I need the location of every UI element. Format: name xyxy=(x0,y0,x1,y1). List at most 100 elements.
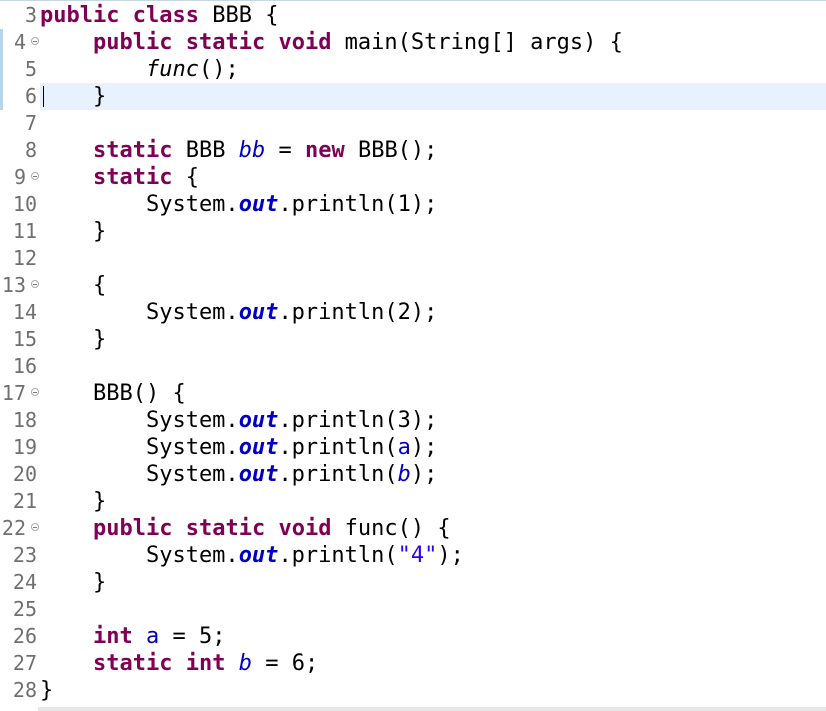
token-kw: void xyxy=(278,516,332,541)
line-gutter[interactable]: 14 xyxy=(0,299,38,326)
code-line[interactable]: 23 System.out.println("4"); xyxy=(0,542,826,569)
line-gutter[interactable]: 4 xyxy=(0,29,39,56)
code-text[interactable]: } xyxy=(40,83,826,110)
code-line[interactable]: 21 } xyxy=(0,488,826,515)
line-gutter[interactable]: 17 xyxy=(0,380,39,407)
code-text[interactable]: } xyxy=(40,569,826,596)
fold-collapse-icon[interactable] xyxy=(31,523,39,531)
code-text[interactable]: { xyxy=(40,272,826,299)
code-line[interactable]: 7 xyxy=(0,110,826,137)
code-line[interactable]: 14 System.out.println(2); xyxy=(0,299,826,326)
code-line[interactable]: 18 System.out.println(3); xyxy=(0,407,826,434)
code-text[interactable]: func(); xyxy=(40,56,826,83)
line-gutter[interactable]: 28 xyxy=(0,677,38,704)
code-text[interactable]: } xyxy=(40,677,826,704)
line-number: 21 xyxy=(12,489,37,513)
code-text[interactable] xyxy=(40,245,826,272)
code-line[interactable]: 12 xyxy=(0,245,826,272)
code-text[interactable]: static int b = 6; xyxy=(40,650,826,677)
code-line[interactable]: 8 static BBB bb = new BBB(); xyxy=(0,137,826,164)
code-line[interactable]: 11 } xyxy=(0,218,826,245)
code-line[interactable]: 6 } xyxy=(0,83,826,110)
line-gutter[interactable]: 7 xyxy=(0,110,38,137)
token-text xyxy=(265,516,278,541)
code-text[interactable]: int a = 5; xyxy=(40,623,826,650)
code-text[interactable]: System.out.println(b); xyxy=(40,461,826,488)
token-text: BBB(); xyxy=(344,138,438,163)
line-gutter[interactable]: 10 xyxy=(0,191,38,218)
token-text: .println( xyxy=(278,462,398,487)
line-gutter[interactable]: 18 xyxy=(0,407,38,434)
code-text[interactable]: System.out.println(2); xyxy=(40,299,826,326)
line-gutter[interactable]: 27 xyxy=(0,650,38,677)
line-gutter[interactable]: 11 xyxy=(0,218,38,245)
code-line[interactable]: 19 System.out.println(a); xyxy=(0,434,826,461)
token-text xyxy=(172,30,185,55)
line-number: 25 xyxy=(12,597,37,621)
code-text[interactable]: public static void func() { xyxy=(40,515,826,542)
code-line[interactable]: 27 static int b = 6; xyxy=(0,650,826,677)
code-line[interactable]: 25 xyxy=(0,596,826,623)
code-text[interactable]: System.out.println(a); xyxy=(40,434,826,461)
line-gutter[interactable]: 23 xyxy=(0,542,38,569)
code-text[interactable]: } xyxy=(40,326,826,353)
line-gutter[interactable]: 3 xyxy=(0,2,38,29)
code-text[interactable]: static { xyxy=(40,164,826,191)
code-text[interactable]: static BBB bb = new BBB(); xyxy=(40,137,826,164)
code-line[interactable]: 17 BBB() { xyxy=(0,380,826,407)
fold-collapse-icon[interactable] xyxy=(31,280,39,288)
line-gutter[interactable]: 21 xyxy=(0,488,38,515)
token-sfldb: out xyxy=(238,192,279,217)
line-gutter[interactable]: 13 xyxy=(0,272,39,299)
line-number: 23 xyxy=(12,543,37,567)
code-line[interactable]: 13 { xyxy=(0,272,826,299)
code-text[interactable]: System.out.println(3); xyxy=(40,407,826,434)
fold-collapse-icon[interactable] xyxy=(31,172,39,180)
line-gutter[interactable]: 19 xyxy=(0,434,38,461)
code-line[interactable]: 16 xyxy=(0,353,826,380)
code-line[interactable]: 24 } xyxy=(0,569,826,596)
line-gutter[interactable]: 9 xyxy=(0,164,39,191)
code-line[interactable]: 9 static { xyxy=(0,164,826,191)
code-text[interactable]: BBB() { xyxy=(40,380,826,407)
line-gutter[interactable]: 6 xyxy=(0,83,38,110)
token-text: ); xyxy=(410,435,438,460)
code-text[interactable] xyxy=(40,596,826,623)
code-text[interactable]: } xyxy=(40,488,826,515)
code-line[interactable]: 20 System.out.println(b); xyxy=(0,461,826,488)
fold-collapse-icon[interactable] xyxy=(31,388,39,396)
token-text: BBB xyxy=(172,138,239,163)
code-line[interactable]: 10 System.out.println(1); xyxy=(0,191,826,218)
code-line[interactable]: 15 } xyxy=(0,326,826,353)
code-text[interactable]: System.out.println(1); xyxy=(40,191,826,218)
line-gutter[interactable]: 12 xyxy=(0,245,38,272)
line-gutter[interactable]: 25 xyxy=(0,596,38,623)
code-text[interactable]: public static void main(String[] args) { xyxy=(40,29,826,56)
line-gutter[interactable]: 20 xyxy=(0,461,38,488)
line-gutter[interactable]: 5 xyxy=(0,56,38,83)
line-gutter[interactable]: 8 xyxy=(0,137,38,164)
code-text[interactable]: public class BBB { xyxy=(40,2,826,29)
horizontal-scrollbar[interactable] xyxy=(38,707,826,711)
code-line[interactable]: 4 public static void main(String[] args)… xyxy=(0,29,826,56)
line-gutter[interactable]: 22 xyxy=(0,515,39,542)
code-text[interactable] xyxy=(40,110,826,137)
line-gutter[interactable]: 24 xyxy=(0,569,38,596)
line-gutter[interactable]: 26 xyxy=(0,623,38,650)
fold-collapse-icon[interactable] xyxy=(31,37,39,45)
code-line[interactable]: 5 func(); xyxy=(0,56,826,83)
line-number: 15 xyxy=(12,327,37,351)
line-gutter[interactable]: 15 xyxy=(0,326,38,353)
code-line[interactable]: 28} xyxy=(0,677,826,704)
token-text xyxy=(265,30,278,55)
code-text[interactable]: System.out.println("4"); xyxy=(40,542,826,569)
code-text[interactable]: } xyxy=(40,218,826,245)
line-number: 16 xyxy=(12,354,37,378)
token-sfldb: out xyxy=(238,462,279,487)
line-gutter[interactable]: 16 xyxy=(0,353,38,380)
code-text[interactable] xyxy=(40,353,826,380)
code-line[interactable]: 26 int a = 5; xyxy=(0,623,826,650)
code-line[interactable]: 22 public static void func() { xyxy=(0,515,826,542)
